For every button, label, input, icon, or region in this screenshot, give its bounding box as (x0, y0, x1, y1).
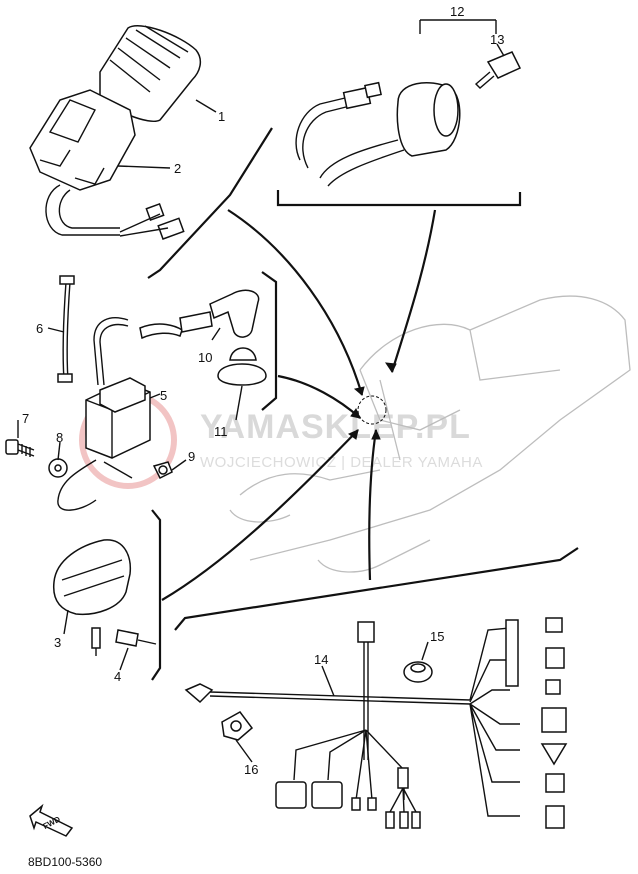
watermark-subtitle: WOJCIECHOWICZ | DEALER YAMAHA (200, 454, 483, 471)
callouts: 1 2 3 4 5 6 7 8 9 10 11 12 13 14 15 16 (22, 4, 504, 777)
callout-15: 15 (430, 629, 444, 644)
leader-lines (17, 19, 505, 763)
section-brackets (147, 127, 579, 681)
callout-16: 16 (244, 762, 258, 777)
ignition-coil (57, 275, 151, 511)
callout-12: 12 (450, 4, 464, 19)
callout-6: 6 (36, 321, 43, 336)
voltage-regulator (52, 539, 157, 656)
fwd-arrow-icon: FWD (29, 803, 74, 837)
main-switch (295, 51, 522, 187)
callout-13: 13 (490, 32, 504, 47)
callout-9: 9 (188, 449, 195, 464)
wiring-harness (184, 617, 568, 829)
callout-14: 14 (314, 652, 328, 667)
callout-4: 4 (114, 669, 121, 684)
diagram-code: 8BD100-5360 (28, 855, 102, 869)
callout-1: 1 (218, 109, 225, 124)
small-hardware (5, 439, 173, 480)
callout-3: 3 (54, 635, 61, 650)
watermark-title: YAMASKLEP.PL (200, 408, 471, 446)
grommet-and-clamp (221, 661, 433, 741)
callout-11: 11 (214, 424, 228, 439)
callout-2: 2 (174, 161, 181, 176)
plug-cap (139, 289, 267, 386)
callout-8: 8 (56, 430, 63, 445)
handlebar-switch (29, 25, 202, 240)
callout-5: 5 (160, 388, 167, 403)
callout-7: 7 (22, 411, 29, 426)
snowmobile-silhouette (229, 295, 631, 573)
callout-10: 10 (198, 350, 212, 365)
pointer-arrows (161, 209, 437, 601)
